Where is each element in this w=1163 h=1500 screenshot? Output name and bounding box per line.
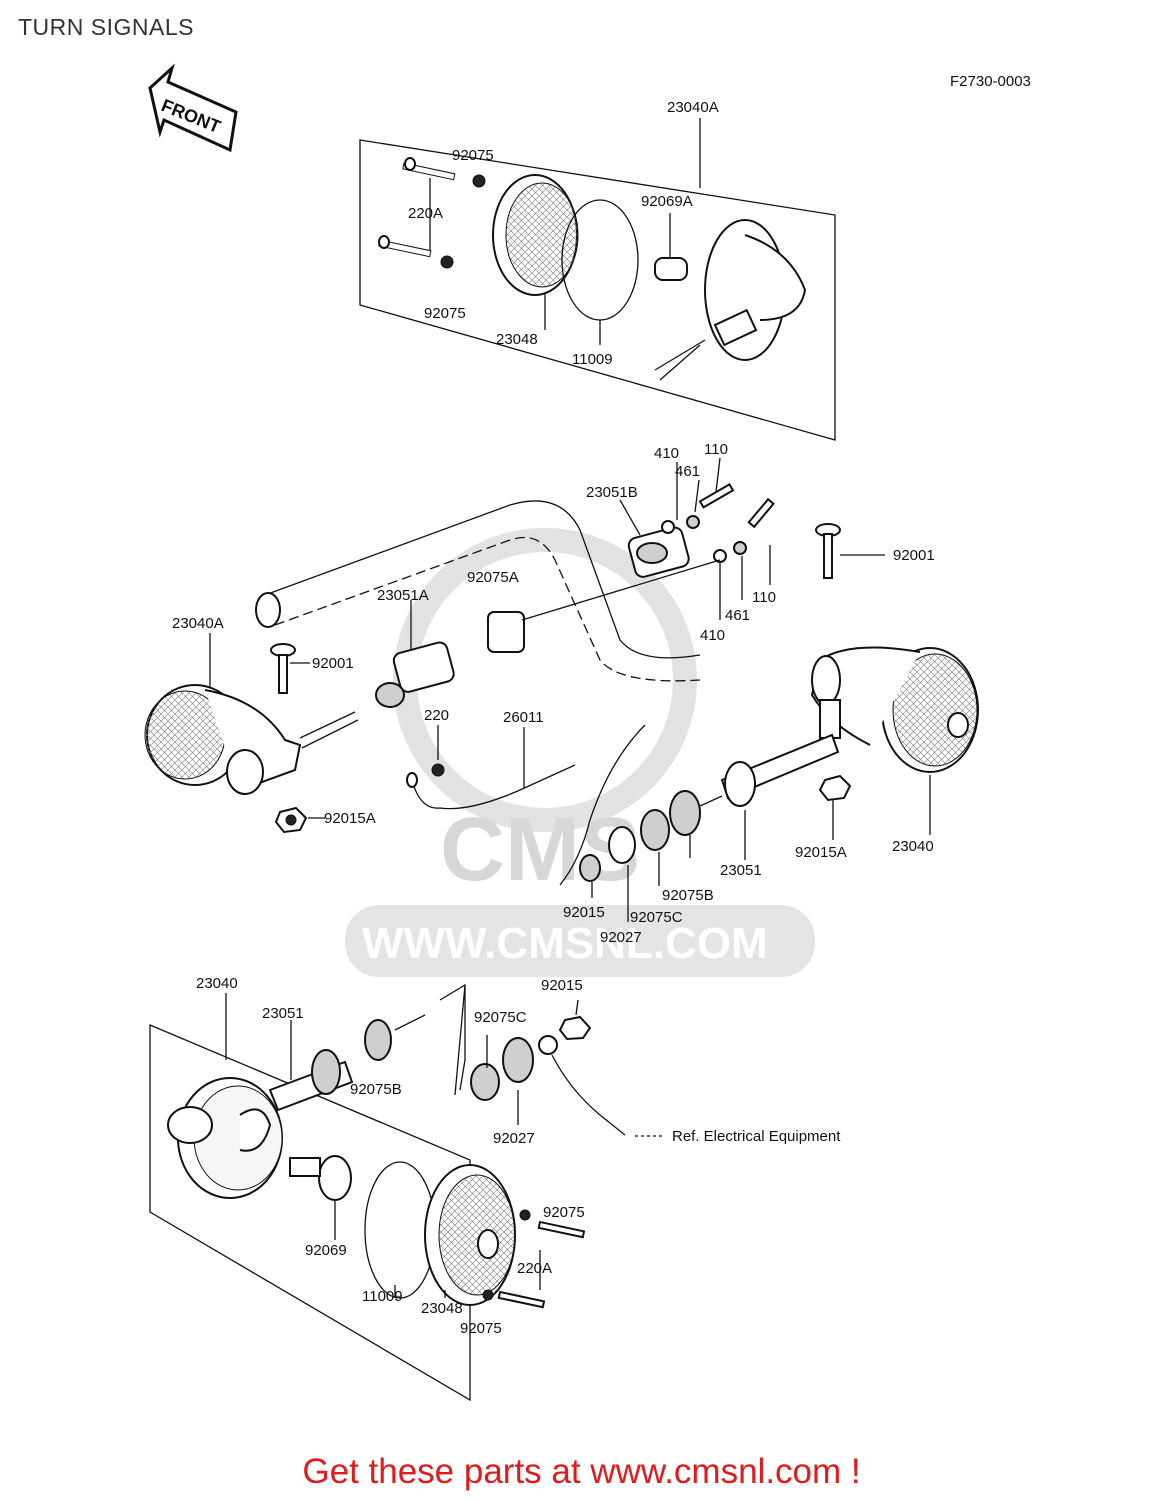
reference-note: Ref. Electrical Equipment — [672, 1128, 841, 1145]
diagram-code: F2730-0003 — [950, 73, 1031, 90]
front-arrow-icon: FRONT — [148, 63, 238, 153]
lens-23048-top — [492, 174, 579, 296]
label-23051: 23051 — [720, 862, 762, 879]
label-92075: 92075 — [543, 1204, 585, 1221]
stem-23051-bottom — [268, 1014, 426, 1112]
turn-signal-23040-right — [810, 646, 979, 835]
label-461: 461 — [725, 607, 750, 624]
clamp-23051A — [375, 600, 455, 708]
bottom-assembly — [149, 983, 665, 1402]
label-92075C: 92075C — [630, 909, 683, 926]
label-92075A: 92075A — [467, 569, 519, 586]
label-23048: 23048 — [496, 331, 538, 348]
washer-92075-top — [472, 174, 486, 188]
housing-23040A-top — [654, 219, 807, 381]
bulb-92069 — [289, 1155, 352, 1240]
screw-220 — [431, 725, 445, 777]
label-410: 410 — [700, 627, 725, 644]
label-23051B: 23051B — [586, 484, 638, 501]
washer-92075C — [640, 809, 670, 851]
nut-92027 — [608, 826, 636, 864]
label-23051: 23051 — [262, 1005, 304, 1022]
page-title: TURN SIGNALS — [18, 14, 194, 40]
nut-92015A-right — [818, 774, 852, 840]
washer-92075-bottom — [440, 255, 454, 269]
label-92075C: 92075C — [474, 1009, 527, 1026]
wire-26011 — [406, 727, 576, 810]
label-92027: 92027 — [493, 1130, 535, 1147]
label-92069: 92069 — [305, 1242, 347, 1259]
washer-92075-bottom-b — [482, 1289, 494, 1301]
label-92075B: 92075B — [662, 887, 714, 904]
svg-text:CMS: CMS — [440, 800, 640, 900]
label-92027: 92027 — [600, 929, 642, 946]
part-labels: 23040A 92075 220A 92075 23048 11009 9206… — [172, 99, 935, 1337]
nut-92015-bottom — [558, 1015, 592, 1041]
label-26011: 26011 — [503, 709, 544, 726]
label-220A: 220A — [517, 1260, 552, 1277]
label-23051A: 23051A — [377, 587, 429, 604]
label-110: 110 — [704, 441, 728, 458]
nut-92015 — [579, 854, 601, 882]
washer-461-a — [686, 515, 700, 529]
bolt-220A-bottom-a — [537, 1220, 586, 1239]
washer-461-b — [733, 541, 747, 555]
washer-92075C-bottom — [470, 1063, 500, 1101]
label-220A: 220A — [408, 205, 443, 222]
label-92015: 92015 — [563, 904, 605, 921]
label-11009: 11009 — [362, 1288, 403, 1305]
parts-diagram: CMS WWW.CMSNL.COM FRONT F2730-0003 — [144, 63, 1031, 1402]
handlebar-assembly — [144, 457, 979, 922]
nut-92015A-left — [274, 806, 325, 834]
grommet-92075B — [669, 790, 701, 836]
bolt-220A-top — [402, 157, 456, 181]
label-92075: 92075 — [460, 1320, 502, 1337]
footer-link[interactable]: Get these parts at www.cmsnl.com ! — [302, 1452, 861, 1491]
label-220: 220 — [424, 707, 449, 724]
label-92069A: 92069A — [641, 193, 693, 210]
label-461: 461 — [675, 463, 700, 480]
label-92001: 92001 — [893, 547, 935, 564]
label-23040A: 23040A — [172, 615, 224, 632]
clamp-23051B — [627, 526, 690, 578]
spacer-92075A — [487, 611, 525, 653]
watermark-text: WWW.CMSNL.COM — [362, 919, 768, 968]
label-92075: 92075 — [452, 147, 494, 164]
label-92075: 92075 — [424, 305, 466, 322]
label-92001: 92001 — [312, 655, 354, 672]
terminal-bottom — [538, 1035, 558, 1055]
bolt-92001-right — [815, 523, 885, 579]
label-92015A: 92015A — [324, 810, 376, 827]
top-assembly — [359, 118, 836, 441]
label-23040: 23040 — [892, 838, 934, 855]
turn-signal-23040A-left — [144, 633, 359, 795]
label-23040: 23040 — [196, 975, 238, 992]
label-92015: 92015 — [541, 977, 583, 994]
label-23048: 23048 — [421, 1300, 463, 1317]
bolt-92001-left — [270, 643, 310, 694]
bolt-110-a — [698, 482, 735, 509]
bolt-110-b — [747, 497, 775, 529]
washer-92075-bottom-a — [519, 1209, 531, 1221]
bolt-220A-bottom-b — [497, 1290, 546, 1309]
bolt-220A-bottom — [378, 235, 432, 258]
label-110: 110 — [752, 589, 776, 606]
label-410: 410 — [654, 445, 679, 462]
bulb-92069A — [654, 213, 688, 281]
label-11009: 11009 — [572, 351, 613, 368]
washer-410-b — [713, 549, 727, 563]
label-92015A: 92015A — [795, 844, 847, 861]
label-23040A: 23040A — [667, 99, 719, 116]
nut-92027-bottom — [502, 1037, 534, 1083]
label-92075B: 92075B — [350, 1081, 402, 1098]
stem-23051 — [720, 733, 840, 860]
housing-23040-bottom — [167, 1077, 283, 1199]
washer-410-a — [661, 520, 675, 534]
lens-23048-bottom — [424, 1164, 516, 1306]
